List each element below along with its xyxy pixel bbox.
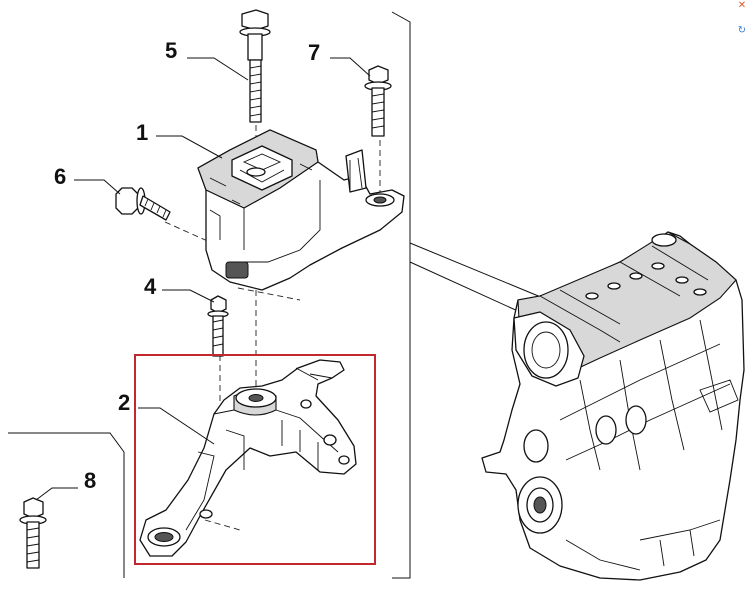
callout-8: 8 <box>84 468 96 493</box>
section-dividers <box>8 11 549 579</box>
refresh-icon[interactable]: ↻ <box>737 25 747 36</box>
bolt-8[interactable] <box>19 497 47 569</box>
close-icon[interactable]: ✕ <box>737 0 747 11</box>
part-2-highlight-box <box>134 354 376 565</box>
engine-block[interactable] <box>481 231 745 581</box>
support-bracket-part-2[interactable] <box>139 359 357 557</box>
callout-7: 7 <box>308 40 320 65</box>
callout-leaders <box>35 57 371 501</box>
bolt-7[interactable] <box>364 65 392 137</box>
callout-4: 4 <box>144 274 157 299</box>
bolt-5[interactable] <box>239 9 271 123</box>
callout-6: 6 <box>54 164 66 189</box>
bolt-4[interactable] <box>207 295 229 357</box>
engine-mount-part-1[interactable] <box>197 129 405 291</box>
callout-2: 2 <box>118 390 130 415</box>
callout-1: 1 <box>136 120 148 145</box>
bolt-6[interactable] <box>115 187 171 221</box>
callout-5: 5 <box>165 38 177 63</box>
